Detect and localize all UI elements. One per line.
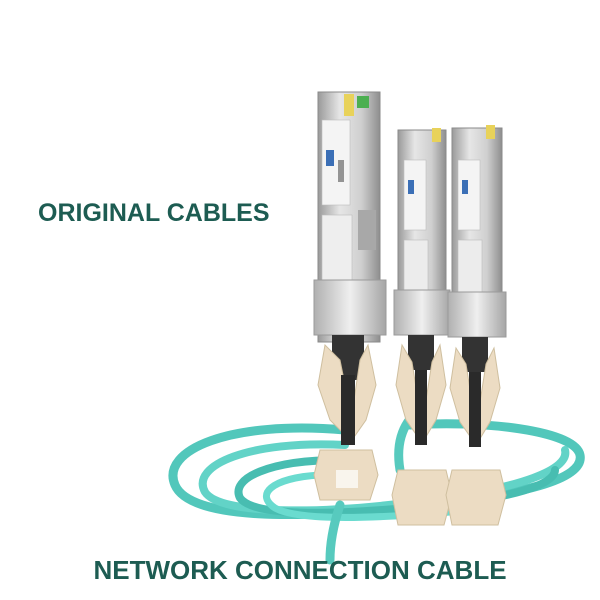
qsfp-module-left <box>391 128 453 526</box>
bottom-heading: NETWORK CONNECTION CABLE <box>93 555 507 585</box>
qsfp-module-right <box>445 125 507 526</box>
left-heading: ORIGINAL CABLES <box>38 199 270 227</box>
qsfp-module-main <box>313 91 387 501</box>
cable-loops <box>168 405 585 565</box>
